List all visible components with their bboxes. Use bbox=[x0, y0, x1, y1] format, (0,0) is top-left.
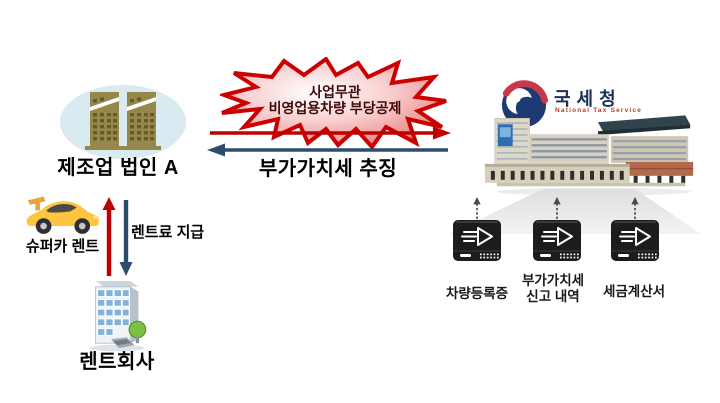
rental-company-label: 렌트회사 bbox=[79, 351, 155, 373]
document-label-vat-report: 부가가치세 신고 내역 bbox=[521, 273, 585, 304]
rent-payment-label: 렌트료 지급 bbox=[131, 224, 205, 241]
document-label-tax-invoice: 세금계산서 bbox=[602, 284, 666, 299]
burst-line2: 비영업용차량 부당공제 bbox=[268, 100, 402, 117]
improper-deduction-arrow-and-vat-arrow bbox=[207, 126, 451, 157]
supercar-icon bbox=[26, 196, 99, 234]
nts-building-photo bbox=[484, 115, 694, 196]
nts-emblem-icon bbox=[501, 80, 549, 128]
rent-and-payment-arrows bbox=[102, 197, 133, 276]
starburst bbox=[220, 57, 447, 149]
burst-text: 사업무관 비영업용차량 부당공제 bbox=[235, 84, 435, 116]
dashed-up-arrow-2 bbox=[553, 197, 561, 219]
burst-line1: 사업무관 bbox=[309, 84, 361, 100]
document-label-vehicle-registration: 차량등록증 bbox=[445, 286, 509, 301]
red-right-arrowhead bbox=[433, 126, 451, 140]
manufacturer-label: 제조업 법인 A bbox=[57, 157, 179, 179]
dashed-up-arrow-1 bbox=[473, 197, 481, 219]
supercar-rent-label: 슈퍼카 렌트 bbox=[25, 238, 100, 255]
nts-logo-subtext: National Tax Service bbox=[555, 107, 643, 114]
red-up-arrowhead bbox=[102, 197, 116, 210]
navy-left-arrowhead bbox=[207, 143, 225, 157]
vat-collection-label: 부가가치세 추징 bbox=[258, 158, 398, 180]
dashed-up-arrow-3 bbox=[631, 197, 639, 219]
rental-company-building-icon bbox=[89, 280, 147, 352]
database-icon-vehicle-registration bbox=[453, 220, 501, 261]
database-icon-vat-report bbox=[533, 220, 581, 261]
navy-down-arrowhead bbox=[119, 262, 133, 276]
nts-logo-text: 국세청 bbox=[554, 89, 622, 109]
database-icon-tax-invoice bbox=[611, 220, 659, 261]
manufacturer-building-icon bbox=[60, 85, 186, 159]
